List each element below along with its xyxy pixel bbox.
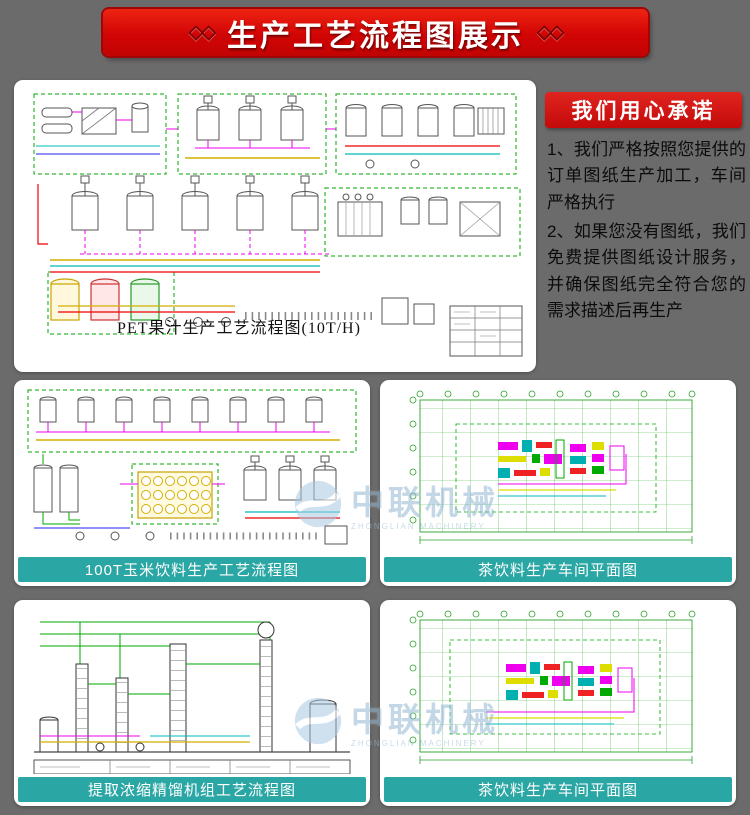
promise-badge: 我们用心承诺 <box>545 92 742 128</box>
diamond-deco-left-icon: ◇◇ <box>188 22 216 43</box>
corn-caption-bar: 100T玉米饮料生产工艺流程图 <box>18 557 366 582</box>
tea-layout-diagram-top <box>409 390 696 544</box>
tea-bottom-caption-bar: 茶饮料生产车间平面图 <box>384 777 732 802</box>
promise-item-1: 1、我们严格按照您提供的订单图纸生产加工，车间严格执行 <box>547 140 746 212</box>
tea-top-caption-bar: 茶饮料生产车间平面图 <box>384 557 732 582</box>
page-banner: ◇◇ 生产工艺流程图展示 ◇◇ <box>103 9 648 56</box>
distillation-panel: 提取浓缩精馏机组工艺流程图 <box>14 600 370 806</box>
tea-layout-diagram-bottom <box>409 610 696 764</box>
pet-flow-panel: PET果汁生产工艺流程图(10T/H) <box>14 80 536 372</box>
corn-flow-panel: 100T玉米饮料生产工艺流程图 <box>14 380 370 586</box>
diamond-deco-right-icon: ◇◇ <box>537 22 564 43</box>
tea-layout-panel-bottom: 茶饮料生产车间平面图 <box>380 600 736 806</box>
distillation-caption-bar: 提取浓缩精馏机组工艺流程图 <box>18 777 366 802</box>
corn-flow-diagram <box>27 389 357 545</box>
distillation-diagram <box>33 621 351 774</box>
tea-layout-panel-top: 茶饮料生产车间平面图 <box>380 380 736 586</box>
promise-text: 1、我们严格按照您提供的订单图纸生产加工，车间严格执行 2、如果您没有图纸，我们… <box>547 137 746 327</box>
pet-diagram-caption: PET果汁生产工艺流程图(10T/H) <box>117 320 361 337</box>
pet-flow-diagram <box>33 93 523 357</box>
page-title: 生产工艺流程图展示 <box>227 19 524 53</box>
promise-item-2: 2、如果您没有图纸，我们免费提供图纸设计服务，并确保图纸完全符合您的需求描述后再… <box>547 222 746 321</box>
